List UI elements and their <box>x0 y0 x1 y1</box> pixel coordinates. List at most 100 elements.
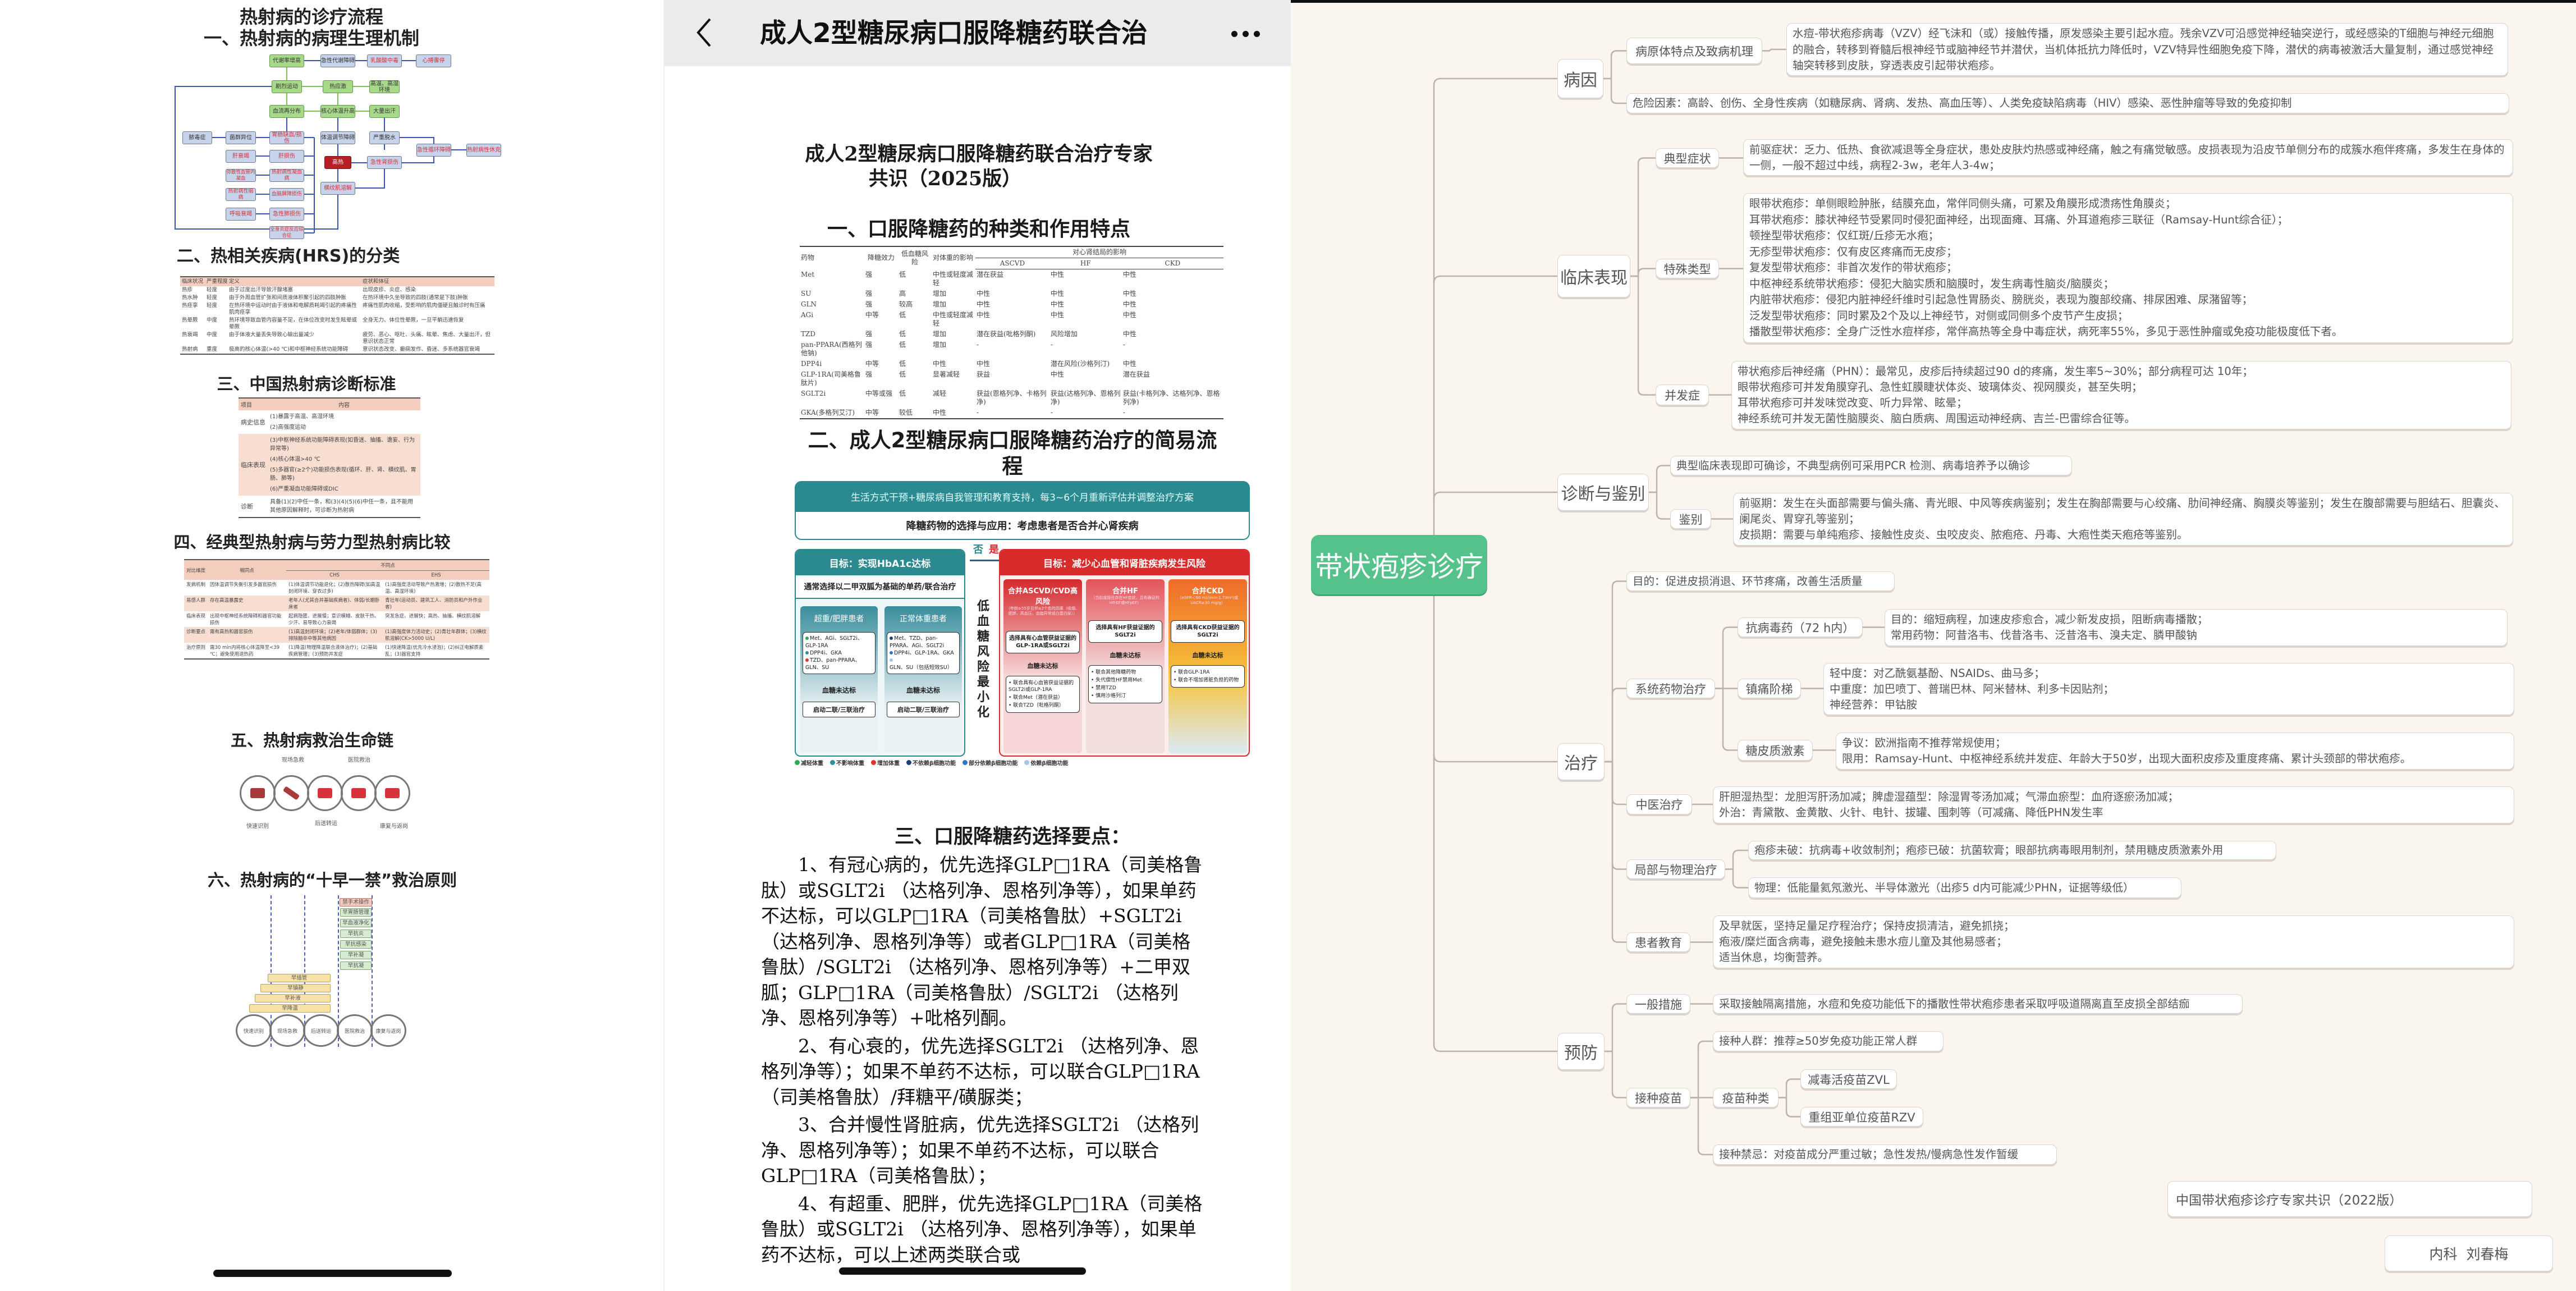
leaf-differential[interactable]: 前驱期：发生在头面部需要与偏头痛、青光眼、中风等疾病鉴别；发生在胸部需要与心绞痛… <box>1733 493 2513 546</box>
comorbidity-column: 合并ASCVD/CVD高风险（年龄≥55岁且伴≥2个危险因素（吸烟、肥胖、高血压… <box>1003 579 1082 753</box>
comorbidity-note: （eGFR＜60 ml/(min·1.73m²)或UACR≥30 mg/g） <box>1177 596 1238 605</box>
table-cell: 中性 <box>1122 310 1136 319</box>
leaf-special-types[interactable]: 眼带状疱疹：单侧眼睑肿胀，结膜充血，常伴同侧头痛，可累及角膜形成溃疡性角膜炎；耳… <box>1743 193 2513 343</box>
node-special-types[interactable]: 特殊类型 <box>1656 259 1719 278</box>
table-cell: 潜在获益(吡格列酮) <box>976 329 1036 338</box>
top-border <box>1291 0 2576 3</box>
node-differential[interactable]: 鉴别 <box>1670 509 1711 529</box>
legend-label: 依赖β细胞功能 <box>1030 761 1069 767</box>
text-line: (3)中枢神经系统功能障碍表现(如昏迷、抽搐、谵妄、行为异常等) <box>270 437 415 452</box>
node-vaccine-zvl[interactable]: 减毒活疫苗ZVL <box>1800 1069 1897 1089</box>
leaf-vaccine-contraindications[interactable]: 接种禁忌：对疫苗成分严重过敏；急性发热/慢病急性发作暂缓 <box>1713 1144 2057 1165</box>
legend-label: 部分依赖β细胞功能 <box>969 761 1018 767</box>
legend-label: 不影响体重 <box>836 761 864 767</box>
text-line: (4)核心体温>40 ℃ <box>270 456 320 463</box>
mindmap-root[interactable]: 带状疱疹诊疗 <box>1311 535 1487 594</box>
principle-item: 早补凝 <box>340 951 372 959</box>
table-cell: (1)暴露于高温、高湿环境(2)高强度运动 <box>268 410 420 434</box>
node-local-physical-therapy[interactable]: 局部与物理治疗 <box>1626 859 1725 879</box>
leaf-analgesic-ladder[interactable]: 轻中度：对乙酰氨基酚、NSAIDs、曲马多； 中重度：加巴喷丁、普瑞巴林、阿米替林… <box>1823 663 2514 715</box>
node-corticosteroids[interactable]: 糖皮质激素 <box>1738 740 1813 761</box>
first-choice-box: 选择具有CKD获益证据的SGLT2i <box>1171 620 1245 643</box>
branch-connector <box>1605 580 1626 763</box>
node-vaccination[interactable]: 接种疫苗 <box>1626 1088 1690 1107</box>
drug-option-text: Met、AGi、SGLT2i、GLP-1RA <box>805 635 863 649</box>
table-row: 热疹轻度由于过度出汗导致汗腺堵塞出现皮疹、炎症、感染 <box>180 286 494 294</box>
legend-dot-icon <box>871 760 876 765</box>
leaf-complications[interactable]: 带状疱疹后神经痛（PHN）：最常见，皮疹后持续超过90 d的疼痛，发生率5~30… <box>1731 361 2511 429</box>
text-line: 轻中度：对乙酰氨基酚、NSAIDs、曲马多； <box>1830 667 2045 680</box>
node-diagnosis[interactable]: 诊断与鉴别 <box>1557 474 1649 511</box>
node-typical-symptoms[interactable]: 典型症状 <box>1656 148 1719 168</box>
text-line: 带状疱疹后神经痛（PHN）：最常见，皮疹后持续超过90 d的疼痛，发生率5~30… <box>1738 365 2253 378</box>
flow-node: 热射病性休克 <box>466 144 501 157</box>
node-prevention[interactable]: 预防 <box>1557 1033 1605 1070</box>
leaf-diagnosis[interactable]: 典型临床表现即可确诊，不典型病例可采用PCR 检测、病毒培养予以确诊 <box>1670 456 2072 475</box>
text-line: 中重度：加巴喷丁、普瑞巴林、阿米替林、利多卡因贴剂； <box>1830 683 2115 695</box>
bullet-dot-icon <box>805 637 809 640</box>
legend-label: 减轻体重 <box>801 761 823 767</box>
table-cell: (1)高温封闭环境；(2)老年/体弱群体；(3)排除脑卒中等其他病因 <box>288 629 377 642</box>
first-choice-box: 选择具有HF获益证据的SGLT2i <box>1088 620 1162 643</box>
node-analgesic-ladder[interactable]: 镇痛阶梯 <box>1738 679 1801 698</box>
more-options-button[interactable] <box>1231 22 1265 45</box>
leaf-pathogen-mechanism[interactable]: 水痘-带状疱疹病毒（VZV）经飞沫和（或）接触传播，原发感染主要引起水痘。残余V… <box>1786 23 2508 76</box>
back-button[interactable] <box>690 16 718 49</box>
table-cell: 中性 <box>1050 289 1064 297</box>
leaf-general-measures[interactable]: 采取接触隔离措施，水痘和免疫功能低下的播散性带状疱疹患者采取呼吸道隔离直至皮损全… <box>1713 994 2243 1014</box>
branch-connector <box>1715 626 1738 689</box>
node-treatment[interactable]: 治疗 <box>1557 743 1605 780</box>
leaf-treatment-goal[interactable]: 目的：促进皮损消退、环节疼痛，改善生活质量 <box>1626 571 1895 591</box>
table-cell: 中性 <box>976 300 990 308</box>
legend-dot-icon <box>830 760 835 765</box>
node-etiology[interactable]: 病因 <box>1557 59 1603 98</box>
flow-node: 胃肠缺血/损伤 <box>269 131 304 144</box>
node-antiviral[interactable]: 抗病毒药（72 h内） <box>1738 617 1863 637</box>
leaf-risk-factors[interactable]: 危险因素：高龄、创伤、全身性疾病（如糖尿病、肾病、发热、高血压等）、人类免疫缺陷… <box>1626 93 2509 113</box>
leaf-physical-therapy[interactable]: 物理：低能量氦氖激光、半导体激光（出疹5 d内可能减少PHN，证据等级低） <box>1748 877 2181 898</box>
stage-label: 医院救治 <box>344 1028 365 1034</box>
text-line: 外治：青黛散、金黄散、火针、电针、拔罐、围刺等（可减痛、降低PHN发生率 <box>1719 806 2103 819</box>
home-indicator[interactable] <box>839 1267 1086 1275</box>
flow-node: 高温、高湿环境 <box>369 80 400 93</box>
table-cell: 增加 <box>933 300 947 308</box>
leaf-tcm-therapy[interactable]: 肝胆湿热型：龙胆泻肝汤加减；脾虚湿蕴型：除湿胃苓汤加减；气滞血瘀型：血府逐瘀汤加… <box>1713 786 2514 823</box>
node-pathogen-mechanism[interactable]: 病原体特点及致病机理 <box>1626 38 1762 64</box>
node-patient-education[interactable]: 患者教育 <box>1626 932 1690 952</box>
node-general-measures[interactable]: 一般措施 <box>1626 994 1690 1014</box>
flow-node: 大量出汗 <box>369 105 400 118</box>
leaf-vaccine-population[interactable]: 接种人群：推荐≥50岁免疫功能正常人群 <box>1713 1031 1944 1051</box>
stage-divider <box>372 895 373 1047</box>
branch-connector <box>1605 688 1626 763</box>
leaf-local-therapy[interactable]: 疱疹未破：抗病毒+收敛制剂；疱疹已破：抗菌软膏；眼部抗病毒眼用制剂，禁用糖皮质激… <box>1748 841 2276 860</box>
leaf-typical-symptoms[interactable]: 前驱症状：乏力、低热、食欲减退等全身症状，患处皮肤灼热感或神经痛，触之有痛觉敏感… <box>1743 139 2513 176</box>
diabetes-article-panel: 成人2型糖尿病口服降糖药联合治 成人2型糖尿病口服降糖药联合治疗专家 共识（20… <box>663 0 1291 1291</box>
node-tcm-therapy[interactable]: 中医治疗 <box>1626 794 1692 814</box>
leaf-corticosteroids[interactable]: 争议：欧洲指南不推荐常规使用；限用：Ramsay-Hunt、中枢神经系统并发症、… <box>1836 733 2514 770</box>
node-systemic-therapy[interactable]: 系统药物治疗 <box>1626 679 1715 698</box>
column-header: 对比维度 <box>184 560 208 580</box>
chain-label: 快速识别 <box>246 823 269 830</box>
table-row: 临床表现出现中枢神经系统障碍和器官功能损伤起病隐匿、进展慢；意识模糊、皮肤干热、… <box>184 611 489 627</box>
flow-node: 严重脱水 <box>369 131 400 144</box>
source-reference[interactable]: 中国带状疱疹诊疗专家共识（2022版） <box>2167 1181 2532 1217</box>
node-vaccine-rzv[interactable]: 重组亚单位疫苗RZV <box>1800 1107 1923 1127</box>
table-cell: Met <box>801 270 815 278</box>
node-clinical-manifestations[interactable]: 临床表现 <box>1557 255 1630 297</box>
leaf-antiviral[interactable]: 目的：缩短病程，加速皮疹愈合，减少新发皮损，阻断病毒播散；常用药物：阿昔洛韦、伐… <box>1885 609 2508 646</box>
branch-connector <box>1649 465 1670 493</box>
home-indicator[interactable] <box>213 1270 452 1277</box>
table-cell: 诊断要点 <box>186 629 206 635</box>
combination-item: • 联合其他降糖药物 <box>1091 670 1136 675</box>
author-label[interactable]: 内科 刘春梅 <box>2385 1235 2553 1271</box>
column-header: 不同点 <box>286 560 489 571</box>
branch-connector <box>1690 1040 1713 1098</box>
text-line: 中枢神经系统带状疱疹：侵犯大脑实质和脑膜时，发生病毒性脑炎/脑膜炎； <box>1749 277 2115 290</box>
node-complications[interactable]: 并发症 <box>1656 384 1709 405</box>
stage-ring: 快速识别 <box>236 1014 272 1047</box>
flow-node: 急性循环障碍 <box>416 144 451 157</box>
leaf-patient-education[interactable]: 及早就医，坚持足量足疗程治疗；保持皮损清洁，避免抓挠；疱液/糜烂面含病毒，避免接… <box>1713 915 2514 968</box>
node-vaccine-types[interactable]: 疫苗种类 <box>1713 1088 1779 1107</box>
